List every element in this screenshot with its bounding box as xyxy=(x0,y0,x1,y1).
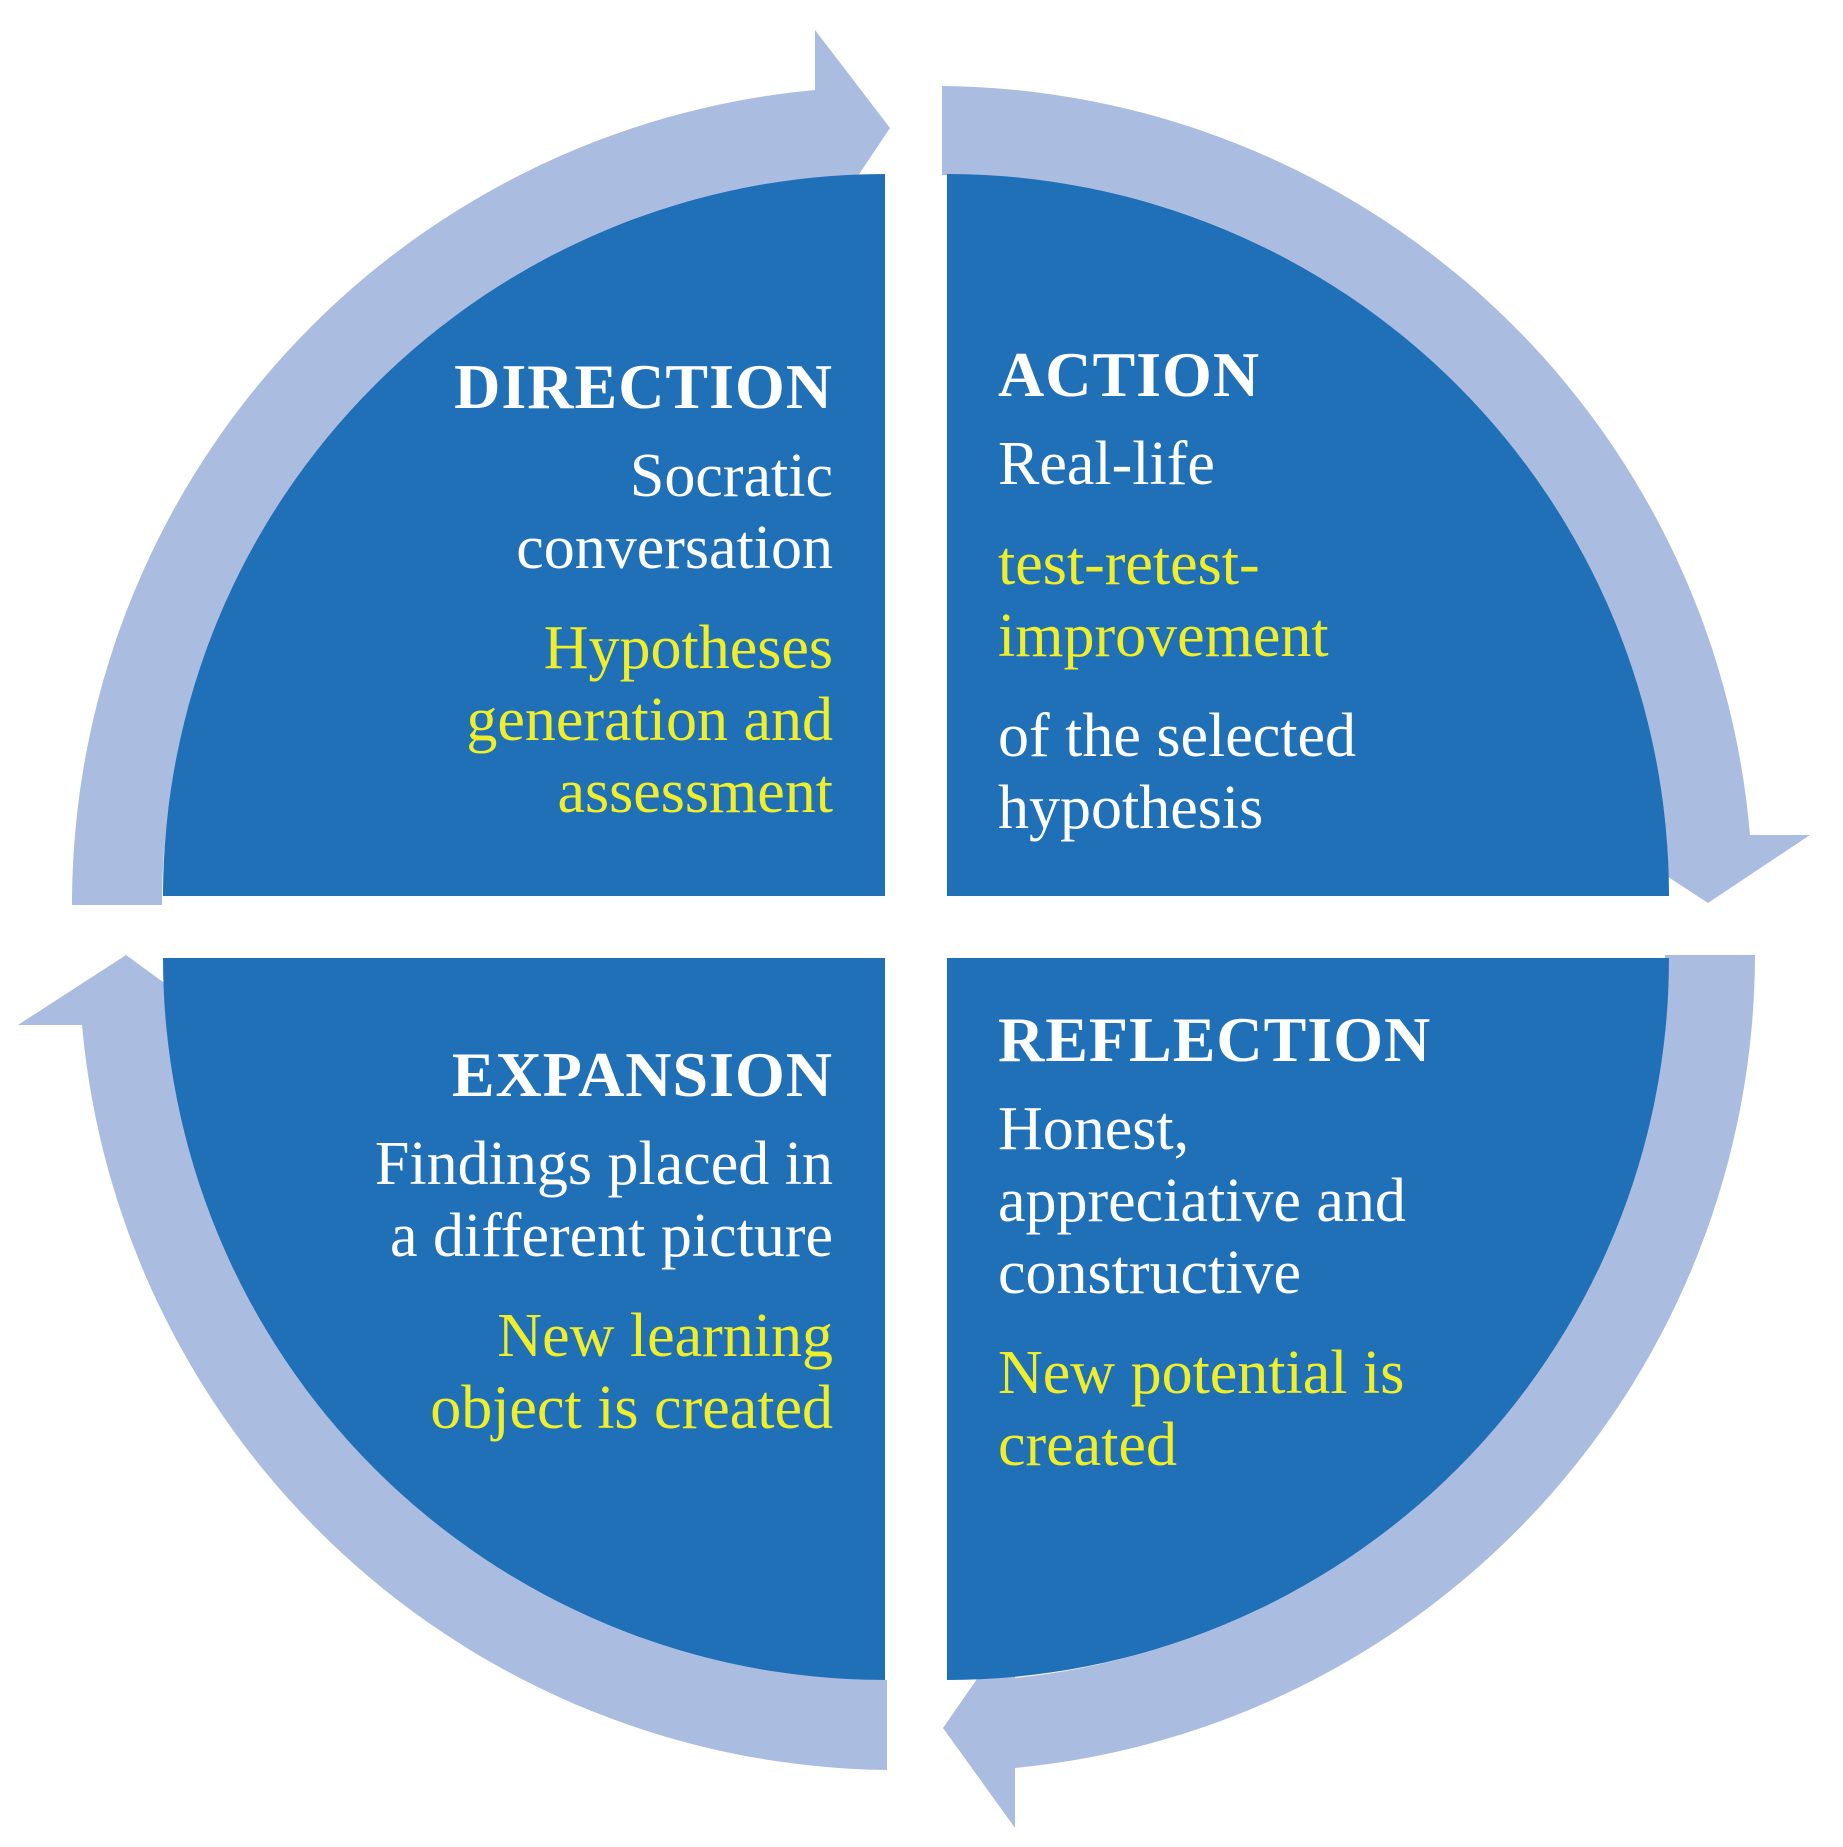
arrow-left-to-top xyxy=(71,30,890,905)
action-white-line: hypothesis xyxy=(998,774,1264,843)
reflection-yellow-line: New potential is xyxy=(998,1339,1405,1408)
reflection-yellow-line: created xyxy=(998,1411,1177,1480)
quadrant-expansion xyxy=(163,958,885,1680)
expansion-yellow-line: New learning xyxy=(497,1302,833,1371)
reflection-title: REFLECTION xyxy=(998,1004,1432,1075)
action-white-line: Real-life xyxy=(998,430,1215,499)
arrow-bottom-to-left xyxy=(18,955,887,1770)
direction-text-block: DIRECTION Socratic conversation Hypothes… xyxy=(454,351,833,828)
direction-yellow-line: assessment xyxy=(557,758,833,827)
action-yellow-line: test-retest- xyxy=(998,530,1260,599)
expansion-white-line: Findings placed in xyxy=(374,1130,833,1199)
arrow-right-to-bottom xyxy=(943,955,1755,1828)
direction-yellow-line: Hypotheses xyxy=(543,614,833,683)
direction-yellow-line: generation and xyxy=(466,686,833,755)
reflection-white-line: appreciative and xyxy=(998,1167,1406,1236)
expansion-white-line: a different picture xyxy=(390,1202,833,1271)
action-text-block: ACTION Real-life test-retest- improvemen… xyxy=(998,339,1357,844)
direction-title: DIRECTION xyxy=(454,351,833,422)
direction-white-line: conversation xyxy=(516,514,833,583)
quadrant-action xyxy=(947,174,1669,896)
expansion-yellow-line: object is created xyxy=(430,1374,833,1443)
expansion-title: EXPANSION xyxy=(451,1039,833,1110)
action-yellow-line: improvement xyxy=(998,602,1329,671)
reflection-white-line: constructive xyxy=(998,1239,1302,1308)
direction-white-line: Socratic xyxy=(629,442,833,511)
quadrant-direction xyxy=(163,174,885,896)
action-white-line: of the selected xyxy=(998,702,1357,771)
expansion-text-block: EXPANSION Findings placed in a different… xyxy=(374,1039,833,1444)
reflection-white-line: Honest, xyxy=(998,1095,1190,1164)
action-title: ACTION xyxy=(998,339,1261,410)
arrow-top-to-right xyxy=(942,86,1810,903)
reflection-text-block: REFLECTION Honest, appreciative and cons… xyxy=(998,1004,1432,1481)
quadrant-reflection xyxy=(947,958,1669,1680)
